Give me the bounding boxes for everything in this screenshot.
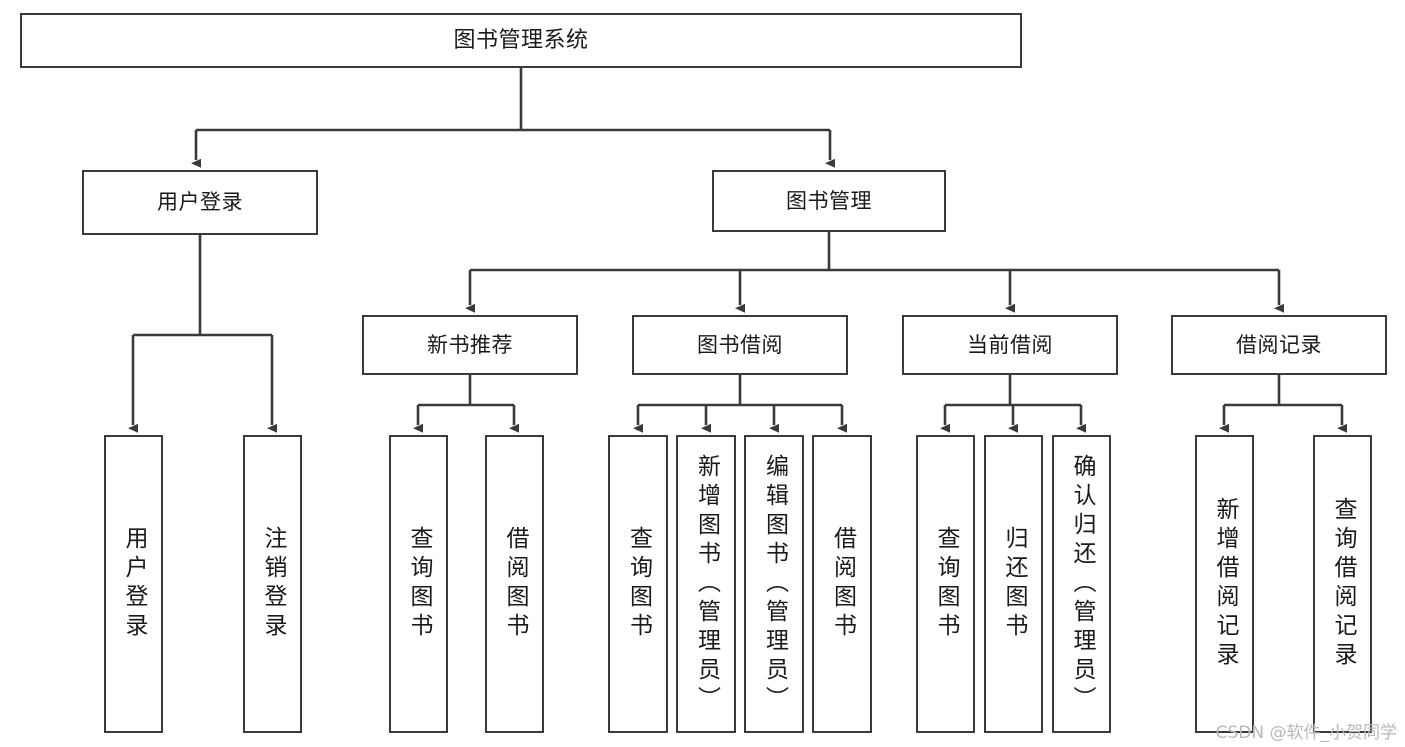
node-borrow-record-label: 借阅记录 [1236,332,1322,357]
node-leaf-query-book-2-label: 查询图书 [625,526,652,642]
node-current-borrow-label: 当前借阅 [967,332,1053,357]
node-book-borrow-label: 图书借阅 [697,332,783,357]
node-leaf-query-book-3[interactable]: 查询图书 [916,435,975,733]
node-leaf-add-book[interactable]: 新增图书（管理员） [676,435,736,733]
node-borrow-record[interactable]: 借阅记录 [1171,315,1387,375]
node-leaf-add-book-label: 新增图书（管理员） [693,453,720,715]
node-leaf-query-book-1-label: 查询图书 [406,526,432,642]
node-leaf-add-record[interactable]: 新增借阅记录 [1195,435,1254,733]
node-new-book-recommend-label: 新书推荐 [427,332,513,357]
node-new-book-recommend[interactable]: 新书推荐 [362,315,578,375]
node-current-borrow[interactable]: 当前借阅 [902,315,1118,375]
node-user-login[interactable]: 用户登录 [82,170,318,235]
node-book-manage[interactable]: 图书管理 [712,170,946,232]
node-leaf-borrow-book-1[interactable]: 借阅图书 [485,435,544,733]
node-leaf-logout-login[interactable]: 注销登录 [243,435,302,733]
node-leaf-add-record-label: 新增借阅记录 [1212,497,1238,671]
node-book-borrow[interactable]: 图书借阅 [632,315,848,375]
node-book-manage-label: 图书管理 [786,188,872,213]
node-leaf-user-login-label: 用户登录 [121,526,147,642]
node-leaf-borrow-book-2[interactable]: 借阅图书 [812,435,872,733]
node-user-login-label: 用户登录 [157,190,243,215]
node-leaf-return-book[interactable]: 归还图书 [984,435,1043,733]
node-leaf-query-book-1[interactable]: 查询图书 [389,435,448,733]
node-leaf-confirm-return-label: 确认归还（管理员） [1069,453,1095,715]
node-leaf-user-login[interactable]: 用户登录 [104,435,163,733]
node-leaf-edit-book-label: 编辑图书（管理员） [761,453,788,715]
node-root-label: 图书管理系统 [453,27,589,53]
node-root[interactable]: 图书管理系统 [20,13,1022,68]
node-leaf-query-book-2[interactable]: 查询图书 [608,435,668,733]
node-leaf-query-record-label: 查询借阅记录 [1330,497,1356,671]
node-leaf-borrow-book-2-label: 借阅图书 [829,526,856,642]
node-leaf-confirm-return[interactable]: 确认归还（管理员） [1052,435,1111,733]
node-leaf-return-book-label: 归还图书 [1001,526,1027,642]
node-leaf-logout-login-label: 注销登录 [260,526,286,642]
node-leaf-query-book-3-label: 查询图书 [933,526,959,642]
node-leaf-query-record[interactable]: 查询借阅记录 [1313,435,1372,733]
node-leaf-borrow-book-1-label: 借阅图书 [502,526,528,642]
node-leaf-edit-book[interactable]: 编辑图书（管理员） [744,435,804,733]
